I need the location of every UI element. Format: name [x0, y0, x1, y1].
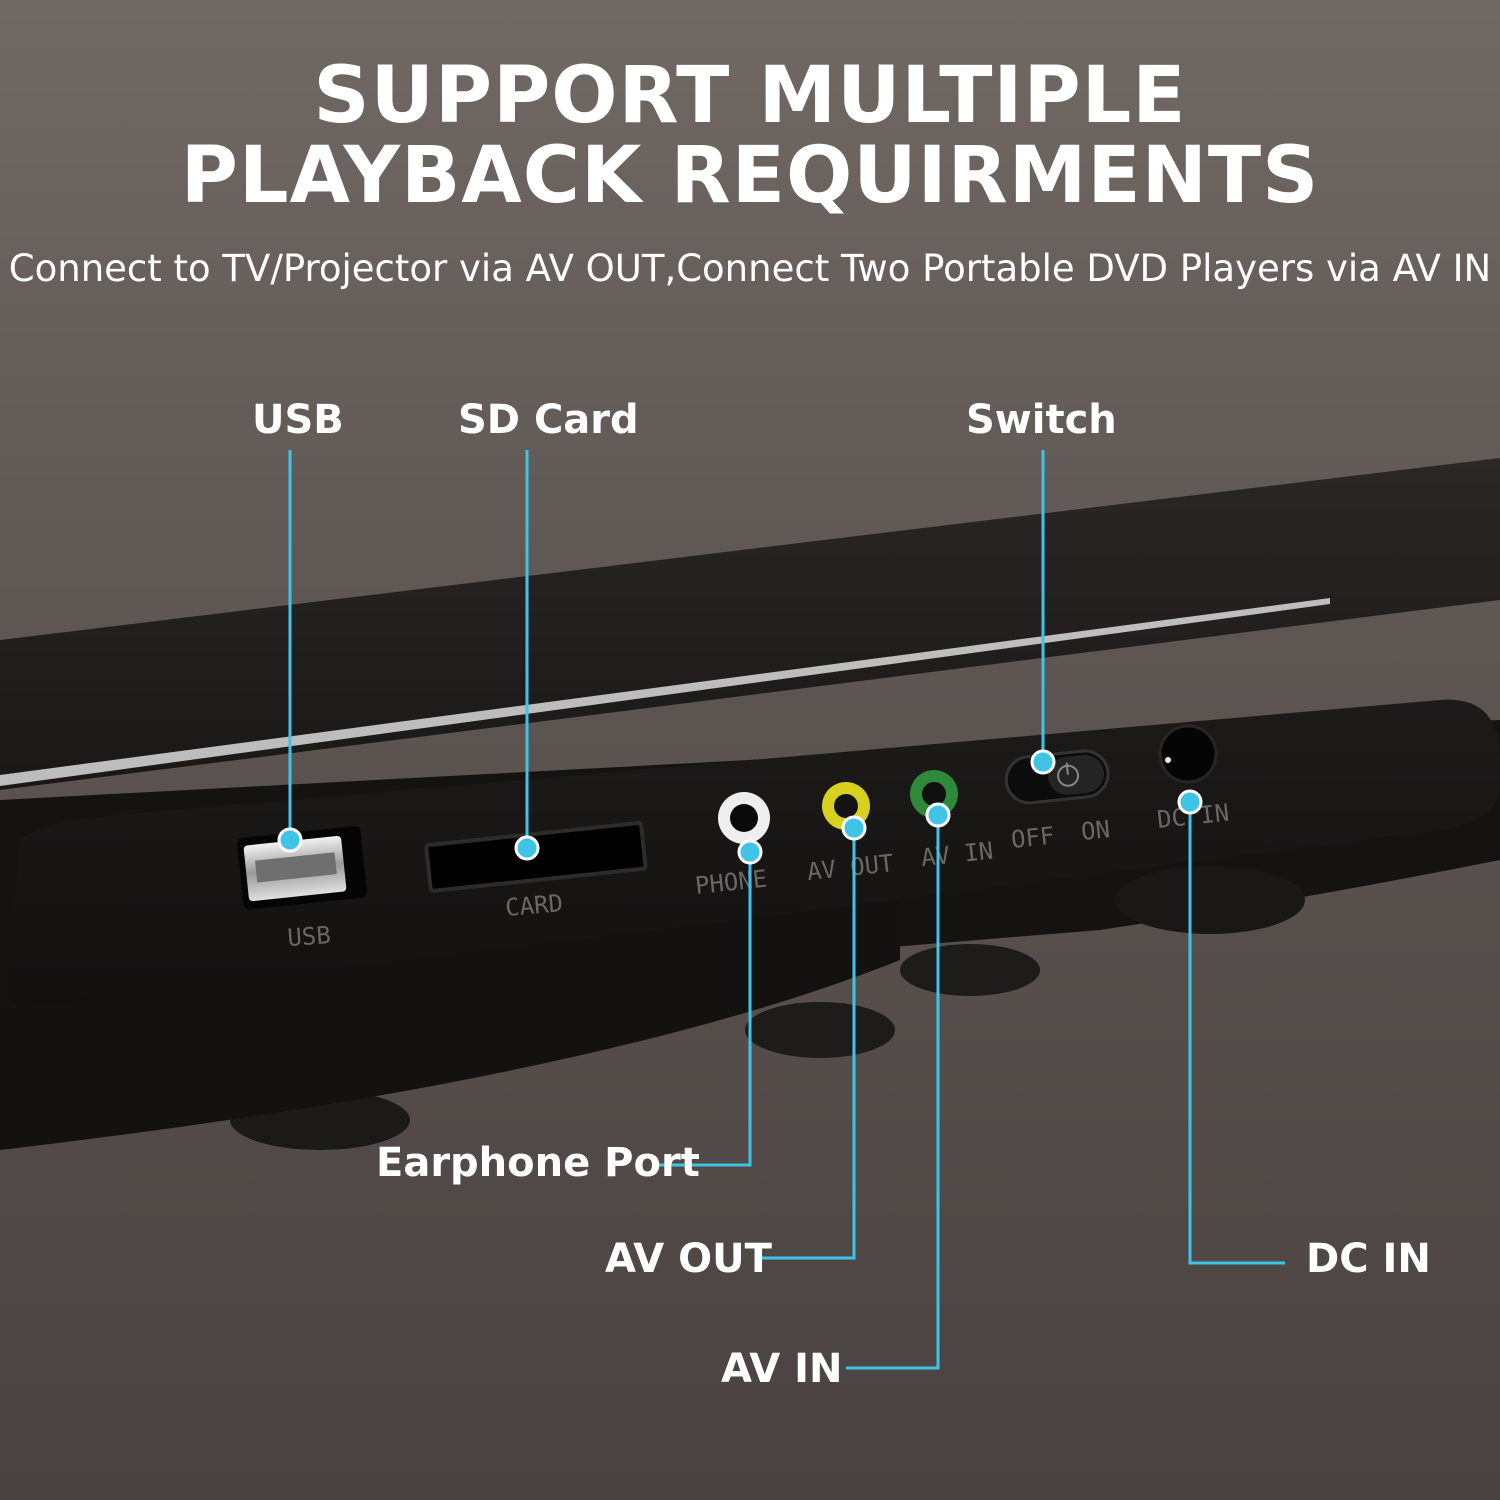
device-label-on: ON	[1080, 815, 1112, 846]
earphone-jack	[718, 792, 770, 844]
sd-card-slot	[424, 821, 648, 893]
device-label-off: OFF	[1010, 822, 1056, 854]
device-label-card: CARD	[504, 889, 564, 922]
foot	[1115, 866, 1305, 934]
lower-body	[0, 900, 900, 1150]
callout-dot-av-out	[841, 815, 867, 841]
device-label-usb: USB	[286, 921, 331, 952]
callout-dot-earphone	[737, 839, 763, 865]
power-switch	[1004, 749, 1110, 805]
leader-line-earphone	[656, 852, 752, 1167]
title-line-2: PLAYBACK REQUIRMENTS	[180, 131, 1320, 221]
callout-av-in: AV IN	[721, 1346, 843, 1392]
callout-dot-av-in	[925, 802, 951, 828]
foot	[745, 1002, 895, 1058]
callout-earphone-port: Earphone Port	[376, 1140, 700, 1186]
callout-dot-dc-in	[1177, 789, 1203, 815]
title-line-1: SUPPORT MULTIPLE	[313, 51, 1187, 141]
foot	[900, 944, 1040, 996]
subtitle: Connect to TV/Projector via AV OUT,Conne…	[8, 247, 1492, 290]
leader-line-av-in	[846, 815, 940, 1370]
callout-switch: Switch	[966, 397, 1117, 443]
callout-usb: USB	[252, 397, 344, 443]
dc-in-jack	[1158, 724, 1218, 784]
leader-line-av-out	[762, 828, 856, 1260]
leader-line-dc-in	[1188, 802, 1285, 1265]
usb-port	[237, 826, 367, 910]
lid-highlight	[0, 598, 1330, 786]
player-lid	[0, 458, 1500, 790]
callout-dot-usb	[277, 827, 303, 853]
callout-dot-switch	[1030, 749, 1056, 775]
callout-av-out: AV OUT	[605, 1236, 772, 1282]
callout-dc-in: DC IN	[1306, 1236, 1431, 1282]
callout-dot-sd-card	[514, 835, 540, 861]
callout-sd-card: SD Card	[458, 397, 639, 443]
